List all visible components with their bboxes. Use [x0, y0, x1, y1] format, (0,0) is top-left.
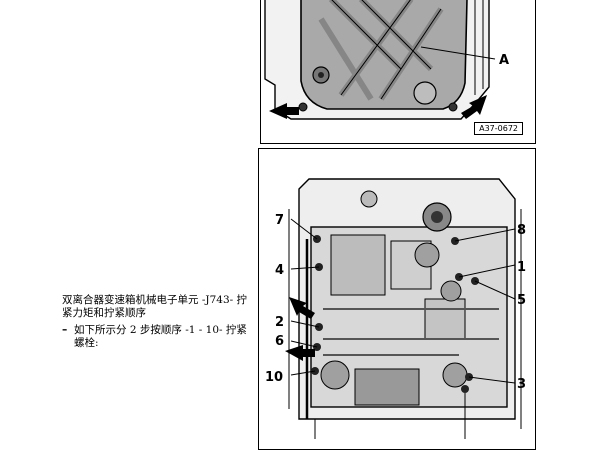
- label-3: 3: [517, 377, 526, 392]
- figure-id-label: A37-0672: [474, 122, 523, 135]
- callout-a: A: [499, 53, 509, 68]
- figure-mechatronic-unit: 7 4 2 6 10 8 1 5 3: [258, 148, 536, 450]
- label-4: 4: [275, 263, 284, 278]
- label-2: 2: [275, 315, 284, 330]
- step-marker: –: [62, 324, 68, 336]
- caption-title: 双离合器变速箱机械电子单元 -J743- 拧紧力矩和拧紧顺序: [62, 294, 248, 319]
- label-7: 8: [517, 223, 526, 238]
- figure-cover-plate: A A37-0672: [260, 0, 536, 144]
- procedure-caption: 双离合器变速箱机械电子单元 -J743- 拧紧力矩和拧紧顺序 – 如下所示分 2…: [62, 294, 252, 350]
- mechatronic-drawing: 7 4 2 6 10 8 1 5 3: [265, 178, 526, 439]
- step-item: – 如下所示分 2 步按顺序 -1 - 10- 拧紧螺栓:: [62, 324, 252, 350]
- label-1: 1: [517, 260, 526, 275]
- label-10: 10: [265, 370, 283, 385]
- label-5: 5: [517, 293, 526, 308]
- label-6: 6: [275, 334, 284, 349]
- label-8: 7: [275, 213, 284, 228]
- cover-plate-drawing: A: [264, 0, 509, 120]
- step-text: 如下所示分 2 步按顺序 -1 - 10- 拧紧螺栓:: [74, 324, 247, 349]
